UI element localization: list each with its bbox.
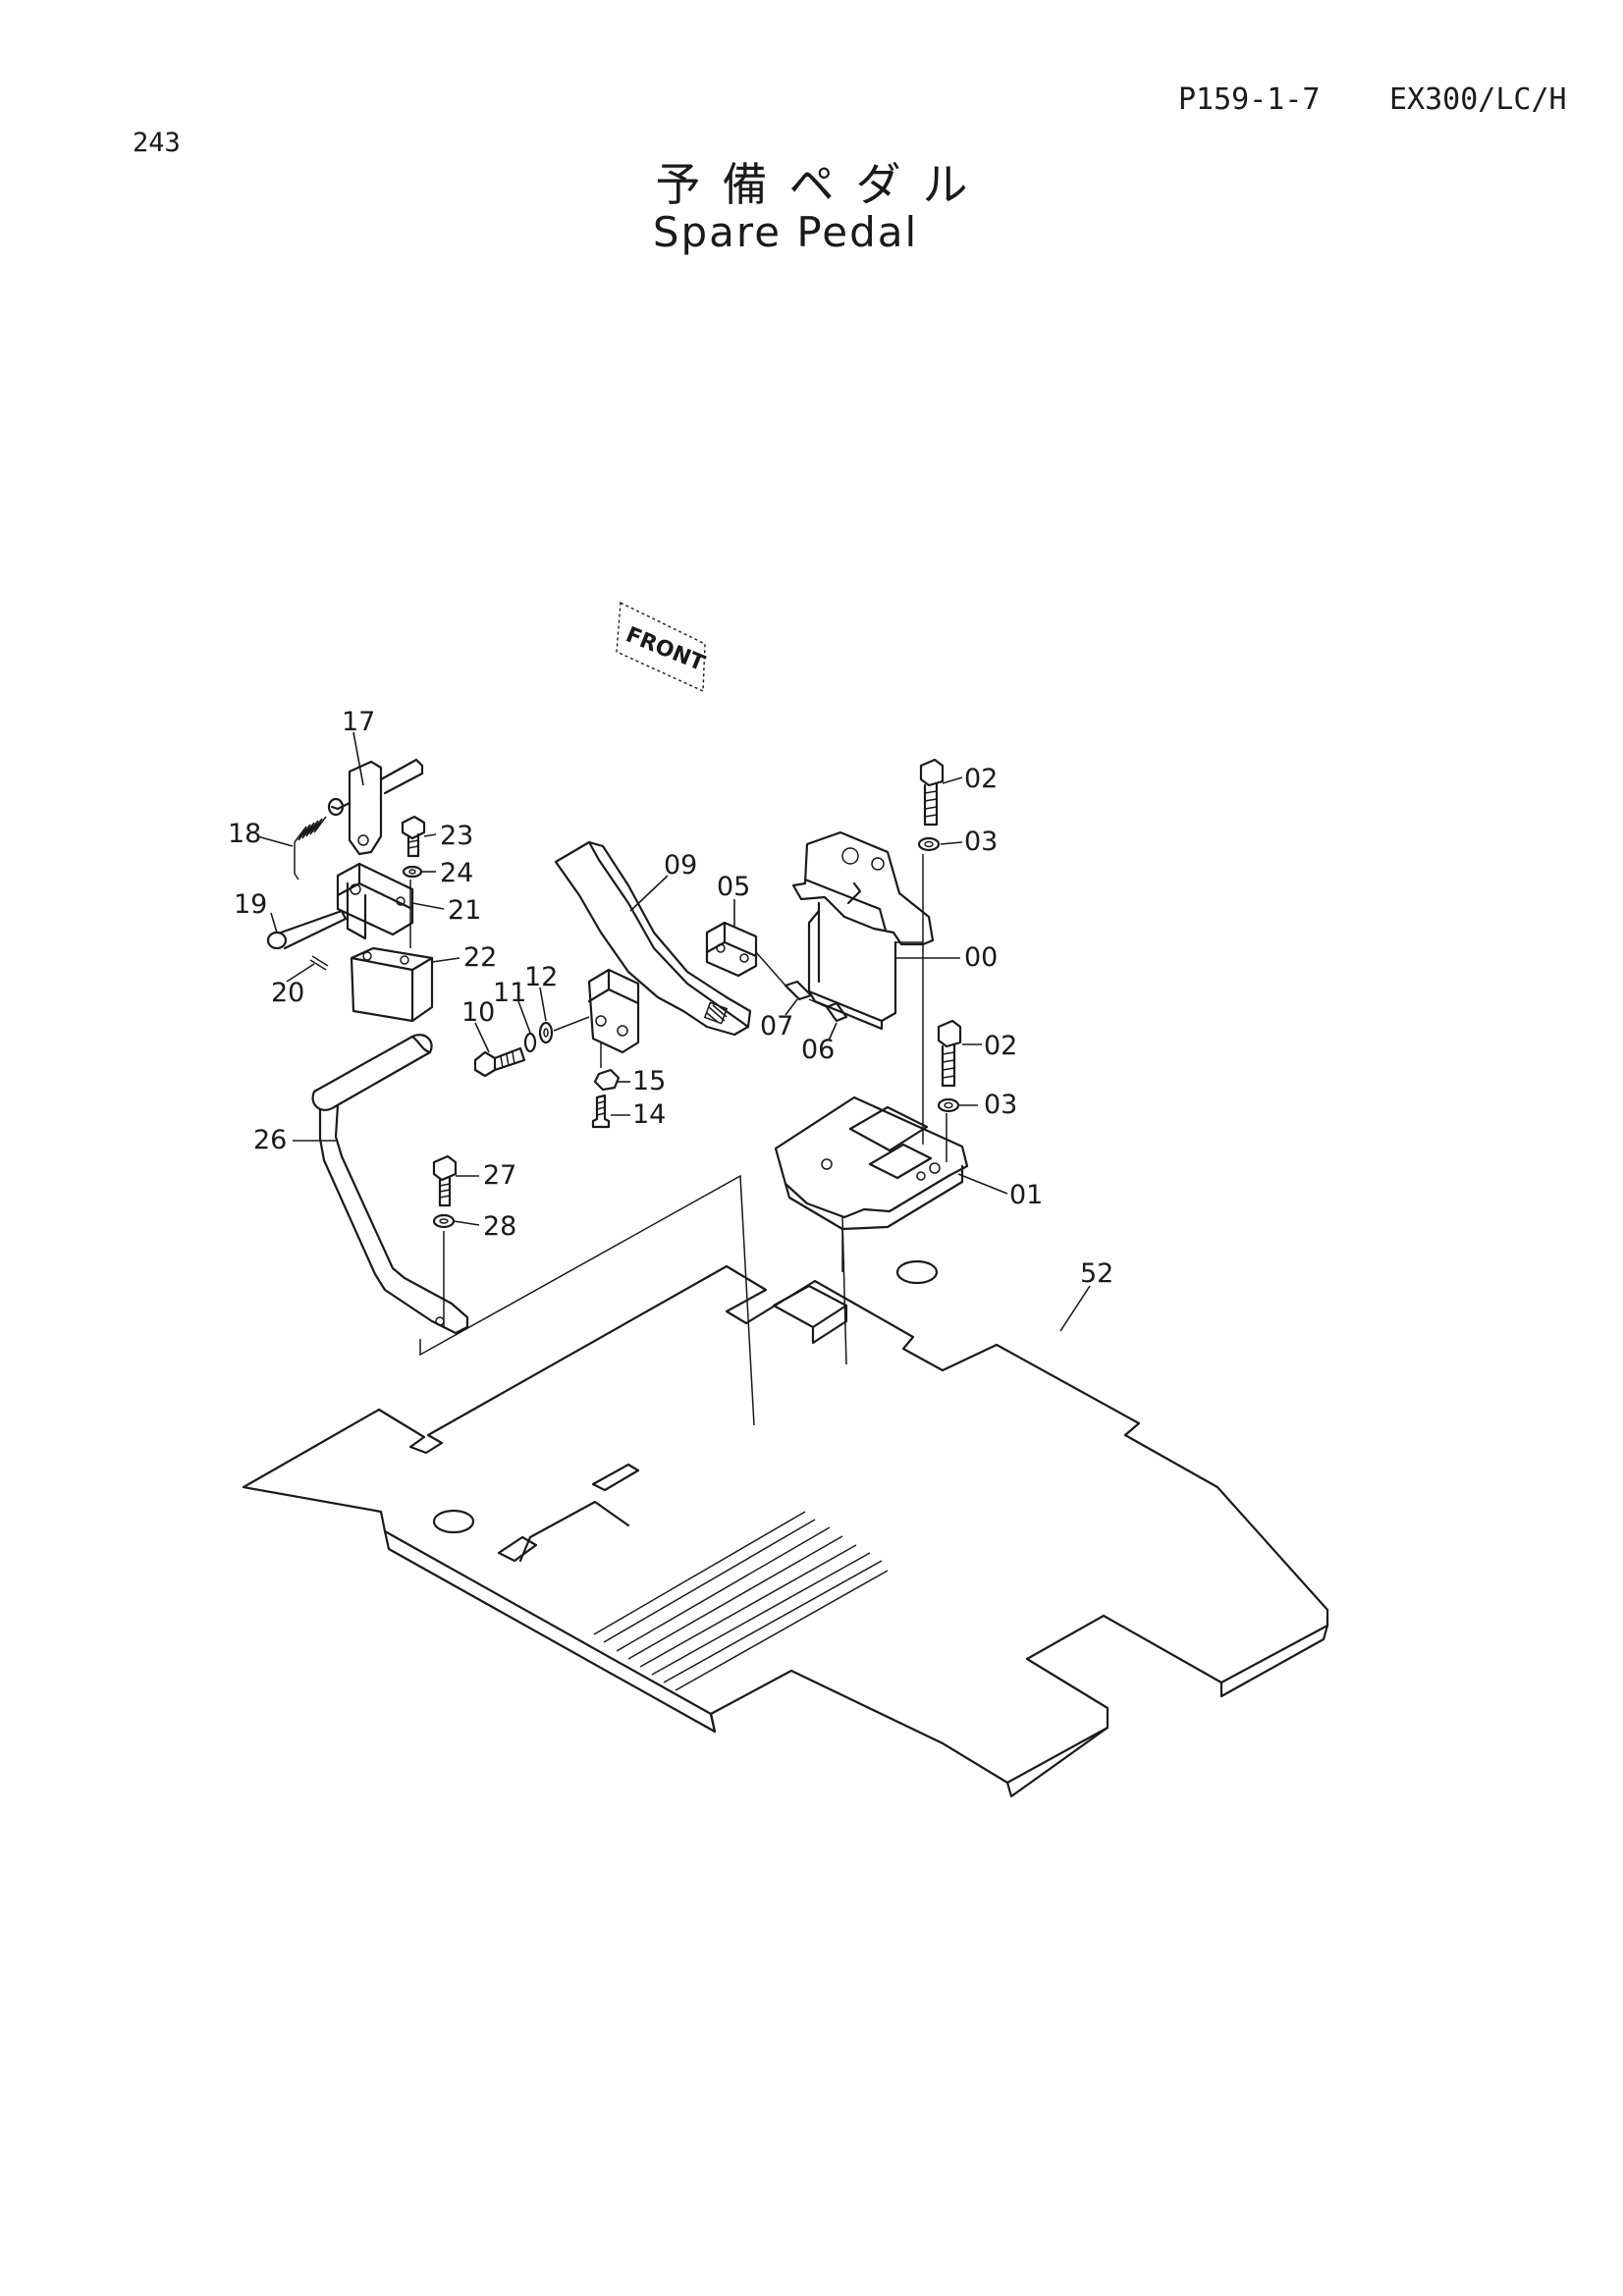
pin-07	[784, 980, 813, 1001]
callout-03-bottom: 03	[984, 1090, 1017, 1120]
bolt-14	[591, 1094, 611, 1129]
callout-06: 06	[801, 1035, 835, 1065]
washer-24	[402, 865, 423, 879]
callout-17: 17	[342, 707, 375, 737]
callout-27: 27	[483, 1160, 516, 1191]
block-22	[350, 946, 434, 1023]
bracket-21	[336, 862, 414, 940]
page-number: 243	[133, 128, 181, 158]
bracket-plate	[774, 1095, 969, 1231]
front-label: FRONT	[622, 622, 708, 676]
callout-23: 23	[440, 821, 473, 851]
bolt-02-bottom	[937, 1019, 962, 1113]
pedal-lever-26	[311, 1034, 469, 1335]
callout-26: 26	[253, 1125, 287, 1155]
bolt-10	[473, 1046, 526, 1078]
callout-22: 22	[463, 942, 497, 973]
nut-15	[593, 1068, 621, 1092]
callout-09: 09	[664, 850, 697, 881]
bolt-02-top	[917, 758, 945, 852]
floor-plate	[242, 1259, 1329, 1798]
callout-19: 19	[234, 889, 267, 920]
washer-28	[432, 1213, 456, 1229]
bolt-23	[401, 815, 426, 858]
callout-52: 52	[1080, 1258, 1113, 1289]
callout-labels: 17 18 23 24 19 21 20 22 09 05 02 03 00 1…	[228, 707, 1113, 1289]
callout-15: 15	[632, 1066, 666, 1096]
callout-03-top: 03	[964, 827, 998, 857]
callout-10: 10	[461, 997, 495, 1028]
leader-lines	[256, 731, 1091, 1332]
callout-02-top: 02	[964, 764, 998, 794]
pedal-bracket	[587, 968, 640, 1054]
callout-12: 12	[524, 962, 558, 992]
bolt-27	[432, 1154, 458, 1207]
callout-00: 00	[964, 942, 998, 973]
title-japanese: 予備ペダル	[655, 158, 990, 211]
assembly-lines	[409, 854, 947, 1426]
block-05	[705, 921, 758, 978]
callout-21: 21	[448, 895, 481, 926]
callout-01: 01	[1009, 1180, 1043, 1210]
model-code: EX300/LC/H	[1389, 82, 1567, 117]
callout-05: 05	[717, 872, 750, 902]
callout-24: 24	[440, 858, 473, 888]
spring-18	[294, 816, 327, 881]
pin-19	[266, 909, 348, 950]
callout-07: 07	[760, 1011, 793, 1041]
callout-11: 11	[493, 978, 526, 1008]
callout-14: 14	[632, 1099, 666, 1130]
cotter-20	[309, 955, 329, 971]
page-code: P159-1-7	[1178, 82, 1321, 117]
pin-06	[825, 1001, 848, 1023]
callout-18: 18	[228, 819, 261, 849]
washer-11	[523, 1032, 537, 1053]
callout-28: 28	[483, 1211, 516, 1242]
washer-12	[538, 1021, 554, 1044]
pedal-valve	[791, 830, 935, 1031]
callout-20: 20	[271, 978, 304, 1008]
lever-17	[327, 758, 424, 856]
title-english: Spare Pedal	[652, 208, 919, 256]
pedal-arm	[554, 840, 752, 1037]
callout-02-bottom: 02	[984, 1031, 1017, 1061]
front-marker: FRONT	[616, 601, 708, 693]
